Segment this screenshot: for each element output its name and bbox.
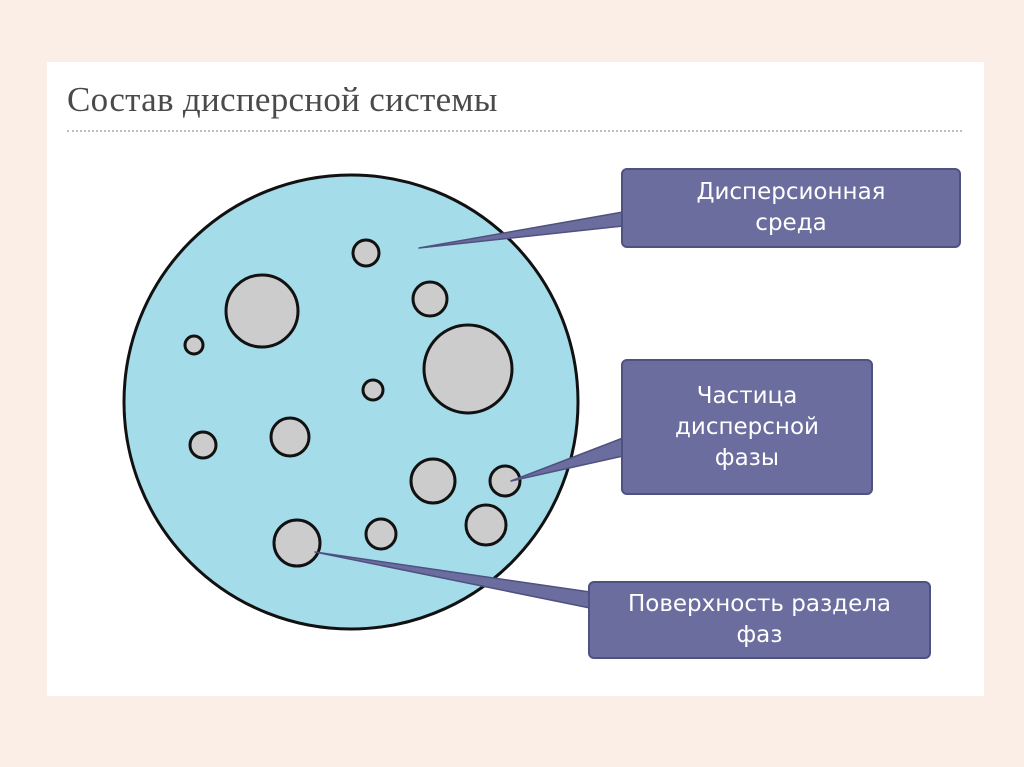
particle [224,273,300,349]
callout-text: Поверхность раздела [627,591,892,617]
particle [351,238,381,268]
callout-text: Частица [696,382,798,409]
particle [269,416,311,458]
particle-highlighted [488,464,522,498]
callout-text: среда [755,210,827,236]
particle [361,378,385,402]
callout-text: фаз [736,622,783,648]
particle [364,517,398,551]
slide: Состав дисперсной системы Ди [47,62,984,696]
callout-interface: Поверхность раздела фаз [588,581,931,659]
particle [188,430,218,460]
dispersion-medium-circle [122,173,580,631]
title-divider [67,130,962,132]
particle [183,334,205,356]
particles [183,238,522,568]
dispersed-system-diagram [122,173,624,631]
callout-text: дисперсной [675,413,819,440]
callout-text: фазы [714,444,780,471]
callout-particle: Частица дисперсной фазы [621,359,873,495]
particle [422,323,514,415]
particle [464,503,508,547]
callout-text: Дисперсионная [696,179,886,205]
callout-dispersion-medium: Дисперсионная среда [621,168,961,248]
particle [409,457,457,505]
particle [411,280,449,318]
particle-interface [272,518,322,568]
slide-title: Состав дисперсной системы [67,80,498,119]
